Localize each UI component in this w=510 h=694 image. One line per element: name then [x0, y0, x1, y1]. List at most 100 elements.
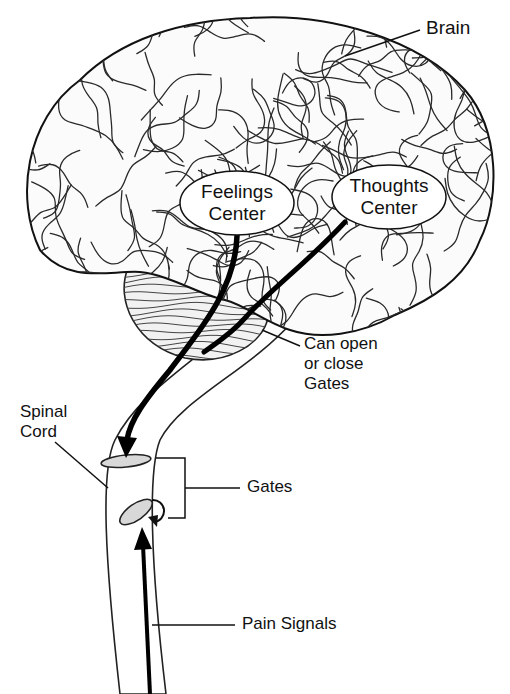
- center-oval: Feelings Center: [179, 170, 295, 236]
- gyrus-line: [96, 147, 156, 207]
- folia-line: [112, 355, 280, 364]
- gyrus-line: [406, 309, 446, 387]
- leader-line: [345, 30, 420, 56]
- gyrus-line: [364, 312, 429, 333]
- gyrus-line: [422, 302, 466, 341]
- gyrus-line: [278, 74, 316, 144]
- leader-line: [152, 624, 235, 626]
- gyrus-line: [78, 238, 109, 319]
- center-oval: Thoughts Center: [331, 164, 447, 230]
- gyrus-line: [273, 101, 307, 152]
- gyrus-line: [133, 265, 169, 298]
- gyrus-line: [346, 256, 361, 317]
- gyrus-line: [402, 139, 457, 153]
- gyrus-line: [460, 43, 510, 99]
- part-label: Can open or close Gates: [304, 334, 390, 394]
- gyrus-line: [19, 185, 71, 231]
- rotation-arrowhead: [148, 515, 158, 527]
- brain-gyri: [0, 0, 510, 404]
- folia-line: [112, 316, 280, 325]
- gyrus-line: [319, 0, 375, 26]
- leader-line: [262, 330, 300, 346]
- gyrus-line: [484, 234, 510, 270]
- gyrus-line: [80, 19, 112, 81]
- gyrus-line: [141, 74, 211, 120]
- gyrus-line: [451, 77, 493, 136]
- oval-shape: [332, 165, 446, 229]
- gyrus-line: [385, 20, 421, 47]
- gyrus-line: [444, 163, 488, 251]
- gyrus-line: [148, 117, 184, 166]
- gyrus-line: [145, 52, 162, 105]
- folia-line: [112, 348, 280, 355]
- gyrus-line: [0, 164, 50, 204]
- gyrus-line: [119, 283, 151, 316]
- gyrus-line: [346, 3, 393, 31]
- gyrus-line: [421, 55, 452, 100]
- oval-body: Feelings Center: [179, 170, 295, 236]
- gyrus-line: [427, 254, 476, 305]
- gyrus-line: [41, 27, 74, 98]
- gyrus-line: [44, 150, 80, 218]
- leader-line: [185, 487, 240, 489]
- gyrus-line: [291, 189, 318, 228]
- gyrus-line: [393, 327, 409, 404]
- gyrus-line: [216, 241, 273, 280]
- gyrus-line: [195, 0, 214, 36]
- gyrus-line: [420, 78, 447, 131]
- gyrus-line: [410, 223, 423, 305]
- gyrus-line: [136, 287, 175, 316]
- gyrus-line: [324, 61, 371, 88]
- gates-bracket: [156, 458, 185, 518]
- part-label: Pain Signals: [242, 614, 362, 634]
- gyrus-line: [298, 53, 367, 83]
- gyrus-line: [295, 86, 307, 138]
- gyrus-line: [219, 110, 249, 163]
- gyrus-line: [303, 31, 355, 83]
- part-label: Gates: [247, 477, 327, 497]
- gyrus-line: [100, 273, 182, 328]
- part-label: Spinal Cord: [20, 402, 82, 442]
- gyrus-line: [443, 144, 478, 173]
- oval-shape: [180, 171, 294, 235]
- gyrus-line: [206, 0, 248, 33]
- gyrus-line: [368, 61, 414, 114]
- gyrus-line: [96, 282, 100, 339]
- cerebrum: [27, 17, 493, 335]
- blank-patch: [338, 428, 510, 488]
- gyrus-line: [412, 53, 471, 58]
- gyrus-line: [81, 69, 101, 137]
- gyrus-line: [159, 0, 175, 37]
- part-label: Brain: [426, 18, 506, 38]
- gyrus-line: [366, 298, 404, 364]
- gyrus-line: [476, 138, 510, 195]
- gyrus-line: [475, 101, 510, 126]
- gyrus-line: [67, 289, 105, 334]
- gyrus-line: [91, 242, 173, 264]
- gyrus-line: [467, 109, 510, 166]
- gyrus-line: [448, 157, 465, 201]
- gyrus-line: [194, 1, 205, 56]
- spinal-cord: [106, 318, 292, 694]
- gyrus-line: [32, 24, 91, 61]
- gyrus-line: [401, 309, 442, 348]
- gyrus-line: [65, 296, 156, 321]
- gyrus-line: [59, 93, 123, 159]
- gyrus-line: [28, 248, 51, 334]
- gyrus-line: [131, 210, 149, 267]
- gyrus-line: [248, 131, 304, 144]
- gyrus-line: [359, 50, 441, 76]
- gyrus-line: [238, 0, 261, 27]
- gyrus-line: [445, 178, 493, 221]
- gyrus-line: [62, 272, 121, 276]
- pain-arrowhead: [134, 527, 152, 550]
- gyrus-line: [454, 71, 488, 142]
- pathway-arrowhead: [117, 436, 137, 458]
- gyrus-line: [273, 292, 343, 329]
- folia-line: [112, 323, 280, 331]
- folia-line: [112, 341, 280, 349]
- gyrus-line: [50, 233, 94, 285]
- gyrus-line: [150, 110, 183, 162]
- gyrus-line: [495, 1, 510, 72]
